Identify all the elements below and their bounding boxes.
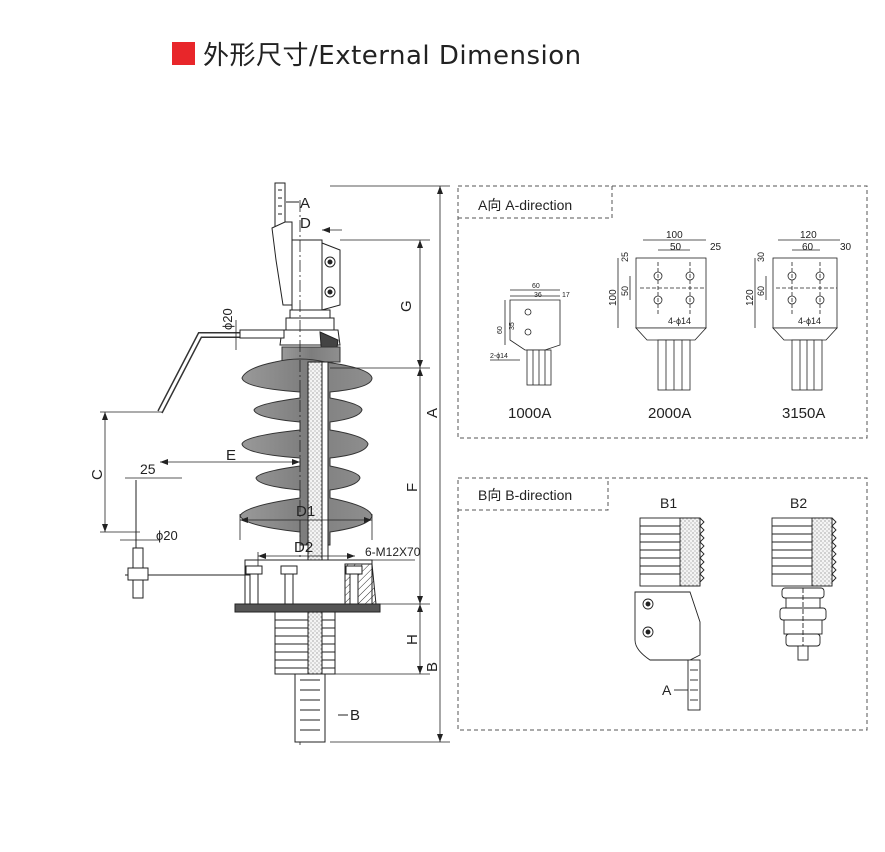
- label-f: F: [404, 483, 421, 492]
- dim-3150a-120v: 120: [745, 289, 756, 306]
- dim-2000a-100: 100: [666, 230, 683, 241]
- label-arrow-b: B: [350, 707, 360, 724]
- title-marker-square: [172, 41, 195, 65]
- bottom-terminal: [294, 673, 326, 743]
- porcelain-sheds: [239, 346, 373, 546]
- label-e: E: [226, 447, 236, 464]
- label-d2: D2: [294, 539, 313, 556]
- dim-3150a-60v: 60: [756, 286, 766, 296]
- label-phi20-top: ϕ20: [220, 308, 235, 330]
- label-c: C: [89, 469, 106, 480]
- dim-3150a-holes: 4-ϕ14: [798, 316, 821, 326]
- dim-2000a-25v: 25: [620, 252, 630, 262]
- terminal-clamp: [271, 221, 293, 306]
- dim-2000a-50v: 50: [620, 286, 630, 296]
- title-text: 外形尺寸/External Dimension: [203, 40, 582, 71]
- label-arrow-a: A: [300, 195, 310, 212]
- dim-1000a-holes: 2-ϕ14: [490, 353, 508, 360]
- panel-a-header: A向 A-direction: [478, 197, 572, 213]
- dim-1000a-60: 60: [532, 283, 540, 290]
- label-b: B: [424, 662, 441, 672]
- caption-2000a: 2000A: [648, 405, 691, 422]
- label-bolt-spec: 6-M12X70: [365, 545, 421, 559]
- label-25: 25: [140, 461, 156, 477]
- view-b1: [634, 517, 705, 711]
- bushing-main-view: [100, 182, 450, 745]
- dimension-arrowheads: [102, 186, 443, 742]
- label-phi20-bottom: ϕ20: [156, 528, 178, 543]
- dim-3150a-120: 120: [800, 230, 817, 241]
- caption-b1: B1: [660, 495, 677, 511]
- dim-1000a-60v: 60: [497, 326, 504, 334]
- dim-1000a-17: 17: [562, 292, 570, 299]
- arcing-horn-rod: [157, 332, 240, 414]
- dim-2000a-50: 50: [670, 242, 682, 253]
- caption-b2: B2: [790, 495, 807, 511]
- dim-2000a-100v: 100: [608, 289, 619, 306]
- view-b2: [771, 517, 837, 661]
- dim-1000a-35: 35: [509, 322, 516, 330]
- terminal-block: [291, 239, 323, 311]
- dim-3150a-30: 30: [840, 242, 852, 253]
- label-g: G: [398, 300, 415, 312]
- dim-1000a-36: 36: [534, 292, 542, 299]
- label-d: D: [300, 215, 311, 232]
- caption-1000a: 1000A: [508, 405, 551, 422]
- dim-2000a-25: 25: [710, 242, 722, 253]
- view-3150a: 120 60 30 30 60 120 4-ϕ14: [745, 230, 852, 391]
- dimension-lines: [100, 185, 450, 743]
- view-2000a: 100 50 25 25 50 100 4-ϕ14: [608, 230, 722, 391]
- label-h: H: [404, 634, 421, 645]
- label-d1: D1: [296, 503, 315, 520]
- main-view-labels: A D G A F H B C E 25 D1 D2 6-M12X70 ϕ20 …: [89, 195, 441, 724]
- mounting-flange: [234, 603, 381, 613]
- panel-b-header: B向 B-direction: [478, 487, 572, 503]
- view-1000a: 60 36 17 60 35 2-ϕ14: [490, 283, 570, 386]
- dim-3150a-30v: 30: [756, 252, 766, 262]
- panel-a-direction: A向 A-direction 60 36 17 60 35 2-ϕ14 1000…: [457, 185, 868, 439]
- label-a: A: [424, 408, 441, 418]
- terminal-lug: [321, 242, 341, 311]
- panel-b-direction: B向 B-direction B1 A: [457, 477, 868, 731]
- dim-3150a-60: 60: [802, 242, 814, 253]
- caption-3150a: 3150A: [782, 405, 825, 422]
- label-b1-arrow-a: A: [662, 682, 672, 698]
- lower-corrugations: [274, 611, 336, 675]
- page-title: 外形尺寸/External Dimension: [172, 38, 582, 71]
- dim-2000a-holes: 4-ϕ14: [668, 316, 691, 326]
